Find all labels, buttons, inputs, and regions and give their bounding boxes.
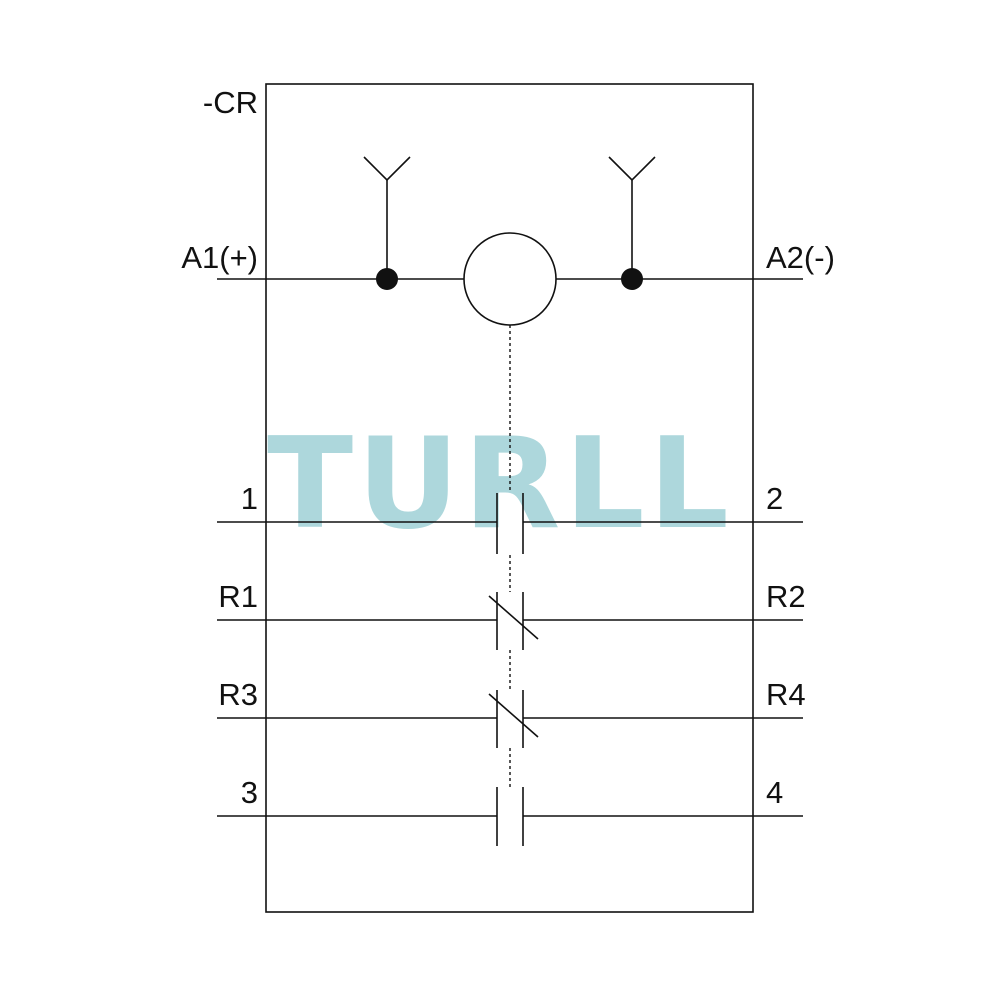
junction-dot-right [621,268,643,290]
contact-R1-R2: R1 R2 [217,579,806,650]
contact-terminal-R1: R1 [218,579,258,614]
relay-enclosure [265,83,754,913]
contact-terminal-4: 4 [766,775,783,810]
coil-terminal-left: A1(+) [181,240,258,275]
contact-terminal-R3: R3 [218,677,258,712]
contact-terminal-R4: R4 [766,677,806,712]
nc-slash [488,693,539,738]
coil-symbol [463,232,557,326]
component-label: -CR [203,85,258,120]
nc-slash [488,595,539,640]
watermark-logo: TURLL [267,410,733,557]
contact-terminal-2: 2 [766,481,783,516]
terminal-fork-right [608,156,656,182]
terminal-fork-left [363,156,411,182]
junction-dot-left [376,268,398,290]
contact-1-2: 1 2 [217,481,803,554]
contact-terminal-3: 3 [241,775,258,810]
coil-terminal-right: A2(-) [766,240,835,275]
contact-terminal-1: 1 [241,481,258,516]
coil-row: A1(+) A2(-) [181,156,835,326]
contact-terminal-R2: R2 [766,579,806,614]
contact-R3-R4: R3 R4 [217,677,806,748]
contact-3-4: 3 4 [217,775,803,846]
